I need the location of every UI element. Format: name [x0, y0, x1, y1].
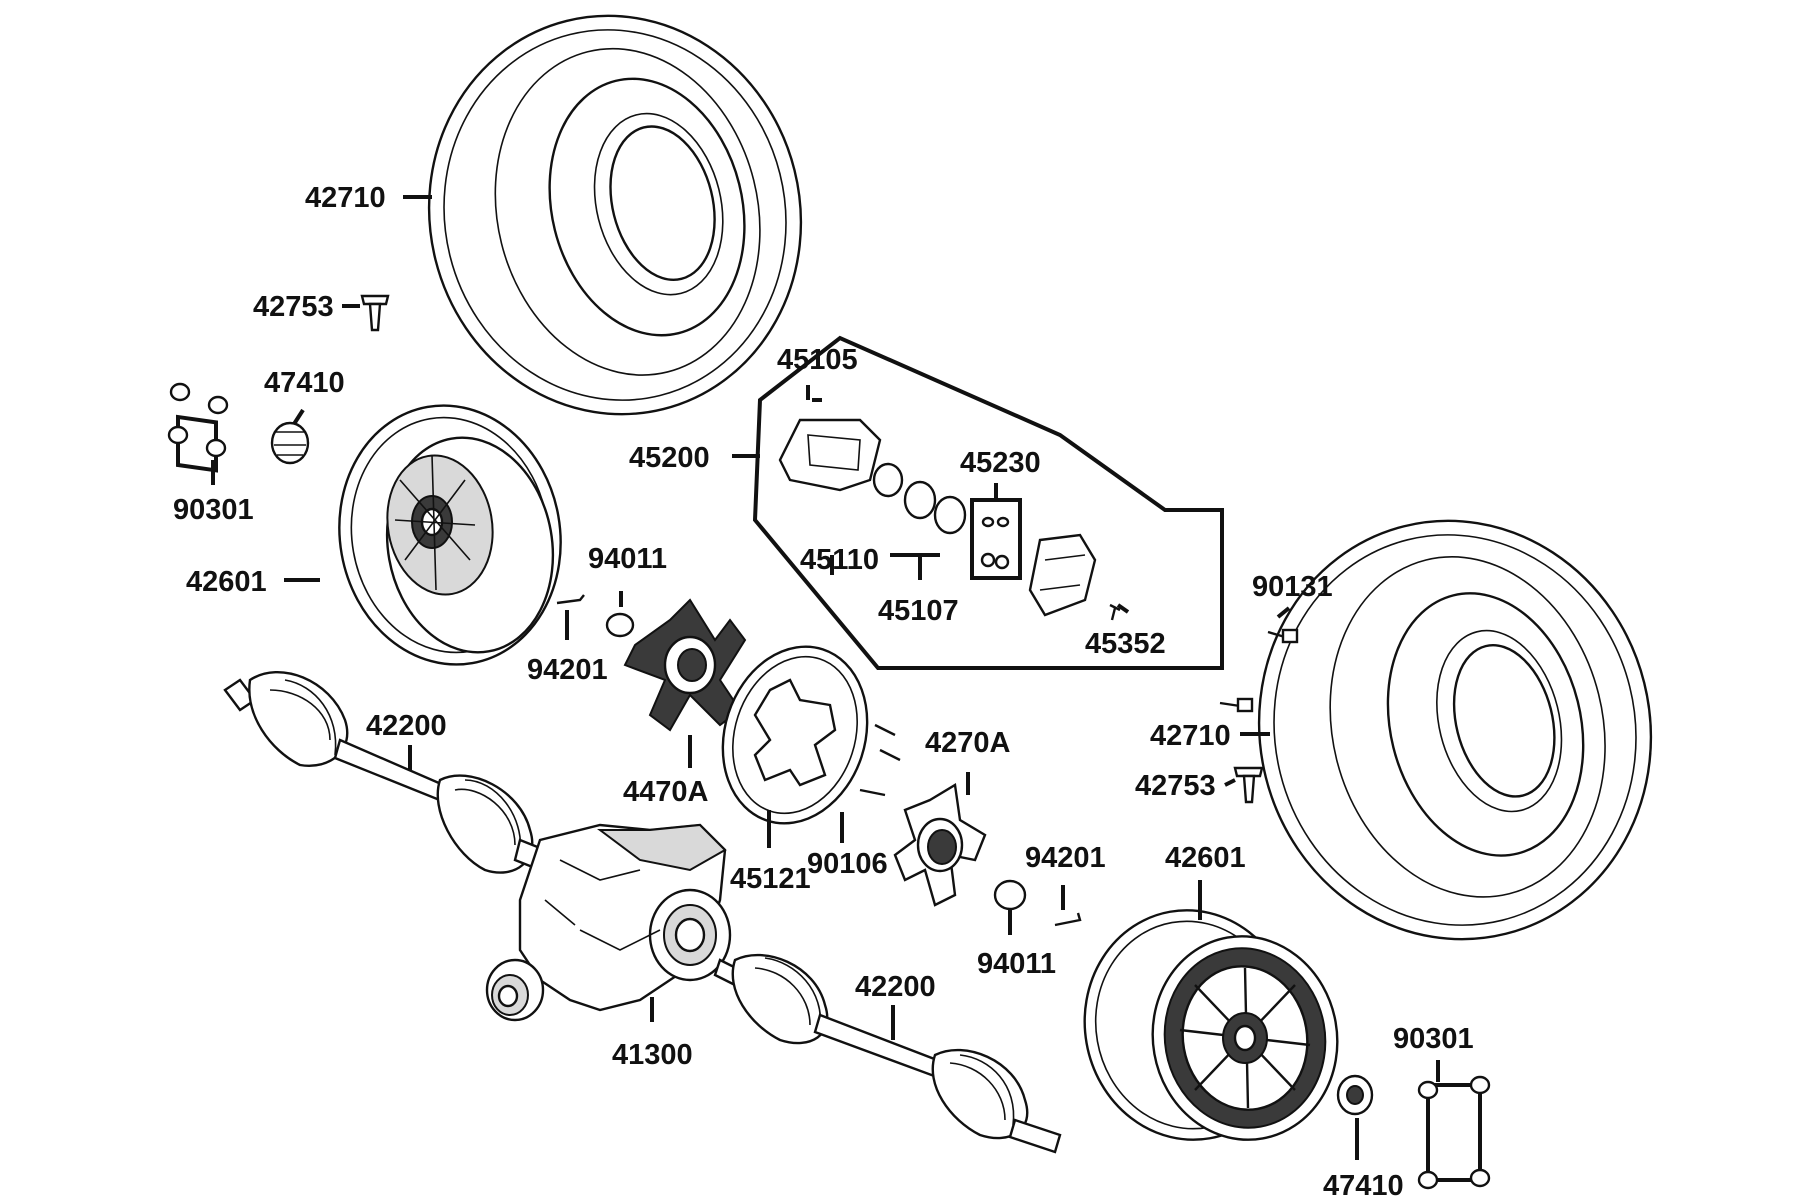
label-nut-left: 47410 — [264, 367, 345, 399]
valve-stem-left-graphic — [360, 294, 390, 332]
tire-right-graphic — [1257, 519, 1653, 941]
tire-left-graphic — [427, 14, 803, 416]
differential-graphic — [485, 823, 732, 1022]
caliper-bracket-graphic — [778, 418, 882, 492]
rim-right-graphic — [1083, 909, 1339, 1141]
nut-94011-right-graphic — [993, 879, 1027, 911]
label-studs-left: 90301 — [173, 494, 254, 526]
label-rim-right: 42601 — [1165, 842, 1246, 874]
leader-lines — [211, 195, 1440, 1160]
caliper-body-graphic — [1028, 533, 1097, 617]
label-bracket: 45105 — [777, 344, 858, 376]
pin-94201-right-graphic — [1054, 912, 1082, 927]
label-tire-right: 42710 — [1150, 720, 1231, 752]
studs-right-graphic — [1417, 1075, 1491, 1190]
hub-left-graphic — [623, 598, 747, 732]
caliper-assy-outline — [752, 335, 1224, 670]
label-bleeder: 45352 — [1085, 628, 1166, 660]
label-studs-right: 90301 — [1393, 1023, 1474, 1055]
label-pin-94201-right: 94201 — [1025, 842, 1106, 874]
label-differential: 41300 — [612, 1039, 693, 1071]
label-axle-right: 42200 — [855, 971, 936, 1003]
label-hub-right: 4270A — [925, 727, 1011, 759]
brake-pads-graphic — [970, 498, 1022, 580]
studs-left-graphic — [167, 382, 229, 473]
callout-labels: 42710 42753 47410 90301 42601 94011 9420… — [173, 182, 1474, 1200]
rim-left-graphic — [338, 404, 562, 666]
label-bracket-pins: 45110 — [800, 544, 879, 576]
valve-stem-right-graphic — [1233, 766, 1264, 804]
label-disc: 45121 — [730, 863, 811, 895]
caliper-piston-graphic — [872, 462, 967, 535]
label-pin-94201-left: 94201 — [527, 654, 608, 686]
bolts-90106-graphic — [859, 723, 901, 797]
label-nut-94011-left: 94011 — [588, 543, 667, 575]
nut-94011-left-graphic — [605, 612, 635, 638]
label-hub-left: 4470A — [623, 776, 709, 808]
axle-right-graphic — [713, 953, 1062, 1154]
axle-left-graphic — [223, 670, 572, 882]
label-valve-right: 42753 — [1135, 770, 1216, 802]
hub-right-graphic — [893, 783, 987, 907]
bleeder-graphic — [1109, 603, 1121, 621]
brake-disc-graphic — [721, 645, 869, 825]
label-rim-left: 42601 — [186, 566, 267, 598]
pin-94201-left-graphic — [556, 594, 585, 605]
label-bolts-90106: 90106 — [807, 848, 888, 880]
label-caliper-assy: 45200 — [629, 442, 710, 474]
lug-nut-right-graphic — [1336, 1074, 1374, 1116]
label-bolts-90131: 90131 — [1252, 571, 1333, 603]
label-nut-right: 47410 — [1323, 1170, 1404, 1200]
bolts-90131-graphic — [1219, 628, 1299, 713]
label-tire-left: 42710 — [305, 182, 386, 214]
label-nut-94011-right: 94011 — [977, 948, 1056, 980]
label-pads: 45230 — [960, 447, 1041, 479]
label-piston-seals: 45107 — [878, 595, 959, 627]
label-axle-left: 42200 — [366, 710, 447, 742]
label-valve-left: 42753 — [253, 291, 334, 323]
lug-nut-left-graphic — [270, 421, 310, 465]
